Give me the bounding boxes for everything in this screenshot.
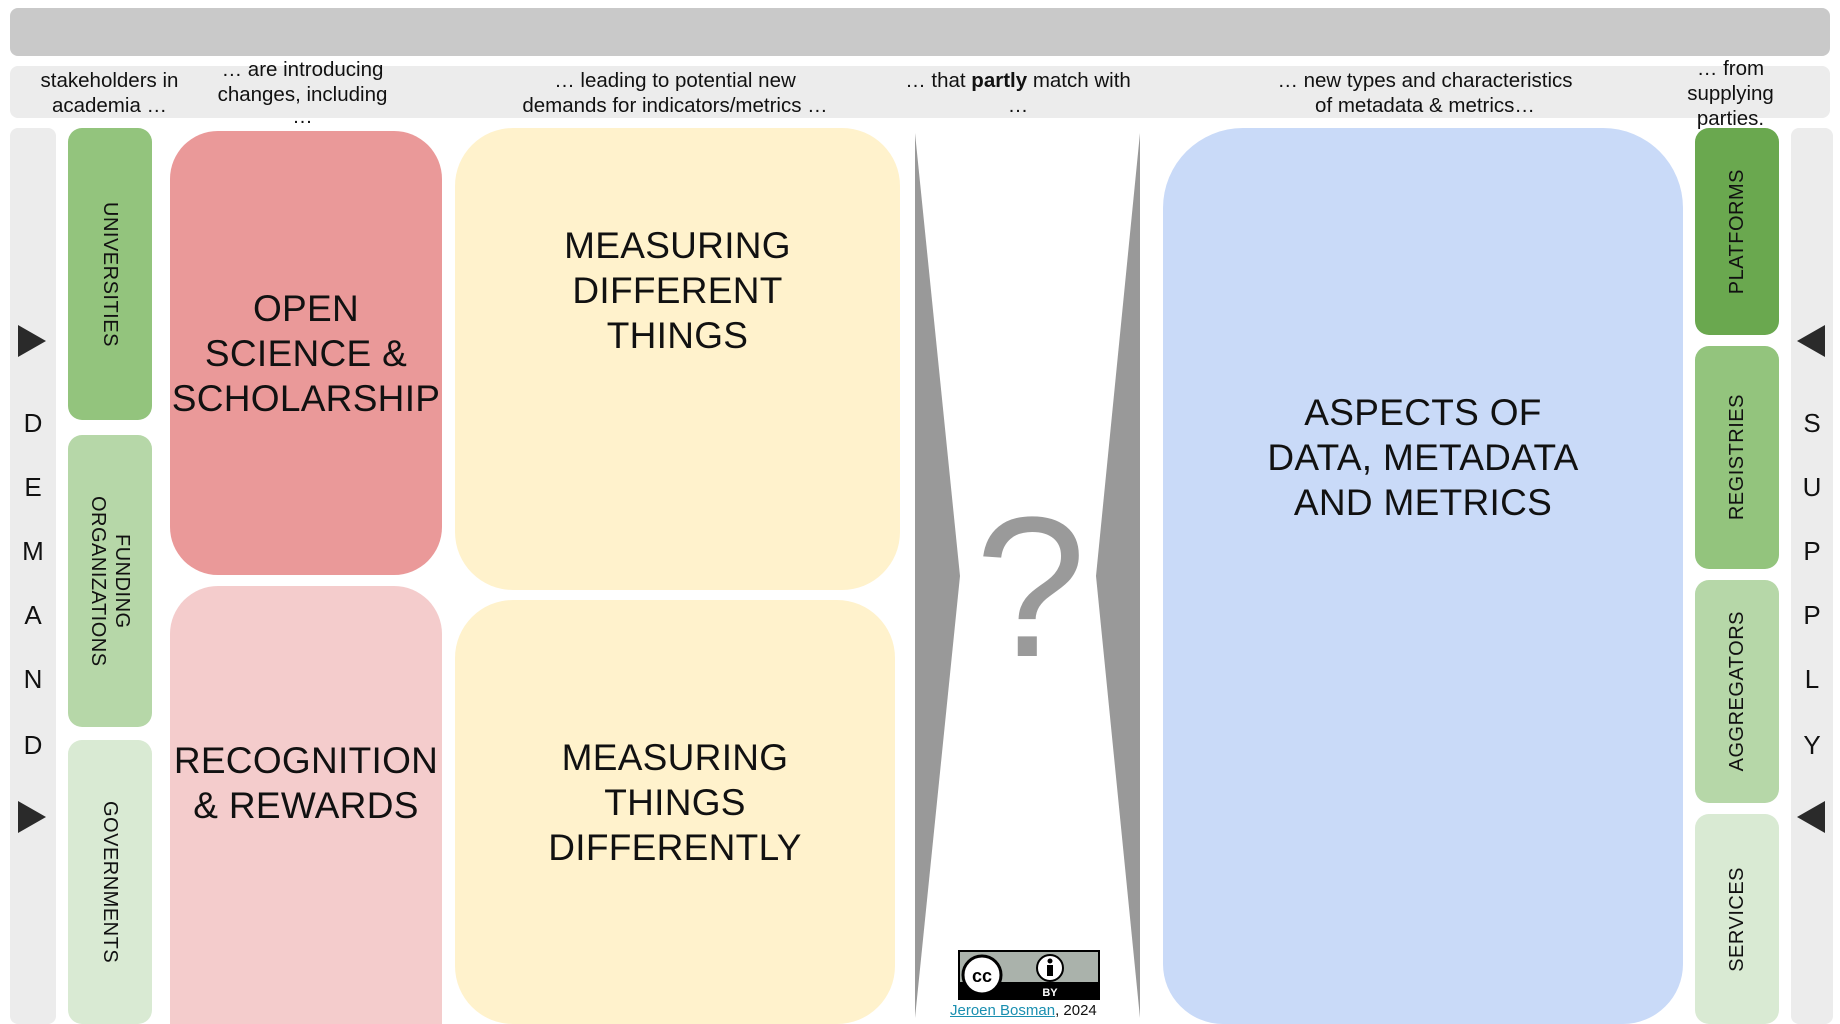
supply-arrow-bottom-icon xyxy=(1797,801,1825,833)
supply-arrow-top-icon xyxy=(1797,325,1825,357)
author-link[interactable]: Jeroen Bosman xyxy=(950,1002,1056,1019)
change-recognition-rewards: RECOGNITION & REWARDS xyxy=(170,586,442,1024)
supply-letter: L xyxy=(1804,664,1820,694)
supplier-aggregators: AGGREGATORS xyxy=(1695,580,1779,803)
credit-line: Jeroen Bosman, 2024 xyxy=(950,1002,1097,1019)
demand-arrow-bottom-icon xyxy=(18,801,46,833)
change-open-science: OPEN SCIENCE & SCHOLARSHIP xyxy=(170,131,442,575)
header-from-supplying: … from supplying parties. xyxy=(1687,57,1774,130)
stakeholder-universities: UNIVERSITIES xyxy=(68,128,152,420)
header-new-types: … new types and characteristics of metad… xyxy=(1277,69,1573,117)
cc-by-license-badge[interactable]: cc BY xyxy=(958,950,1100,1000)
stakeholder-governments: GOVERNMENTS xyxy=(68,740,152,1024)
supply-letter: P xyxy=(1803,600,1821,630)
demand-letter: N xyxy=(23,664,43,694)
header-stakeholders: stakeholders in academia … xyxy=(40,69,179,117)
header-partly-match: … that partly match with … xyxy=(905,69,1131,117)
supply-letter: Y xyxy=(1803,730,1821,760)
demand-letter: D xyxy=(23,408,43,438)
cc-by-icon: cc BY xyxy=(960,954,1098,999)
demand-sidebar xyxy=(10,128,56,1024)
svg-text:BY: BY xyxy=(1042,987,1058,998)
aspects-box: ASPECTS OF DATA, METADATA AND METRICS xyxy=(1163,128,1683,1024)
header-leading: … leading to potential new demands for i… xyxy=(522,69,828,117)
supplier-registries: REGISTRIES xyxy=(1695,346,1779,569)
supplier-platforms: PLATFORMS xyxy=(1695,128,1779,335)
supplier-services: SERVICES xyxy=(1695,814,1779,1024)
wedge-right-pointing xyxy=(915,133,960,1018)
demand-arrow-top-icon xyxy=(18,325,46,357)
demand-letter: A xyxy=(24,600,42,630)
credit-year: , 2024 xyxy=(1055,1002,1097,1019)
demand-letter: E xyxy=(24,472,42,502)
header-strip xyxy=(10,66,1830,118)
supply-letter: P xyxy=(1803,536,1821,566)
supply-sidebar xyxy=(1791,128,1833,1024)
supply-letter: U xyxy=(1802,472,1822,502)
supply-letter: S xyxy=(1803,408,1821,438)
wedge-left-pointing xyxy=(1096,133,1140,1018)
demand-letter: D xyxy=(23,730,43,760)
svg-text:cc: cc xyxy=(972,966,992,986)
header-introducing: … are introducing changes, including … xyxy=(217,58,388,128)
top-bar xyxy=(10,8,1830,56)
demand-measuring-things-differently: MEASURING THINGS DIFFERENTLY xyxy=(455,600,895,1024)
demand-letter: M xyxy=(22,536,44,566)
question-mark: ? xyxy=(975,476,1087,699)
demand-measuring-different-things: MEASURING DIFFERENT THINGS xyxy=(455,128,900,590)
